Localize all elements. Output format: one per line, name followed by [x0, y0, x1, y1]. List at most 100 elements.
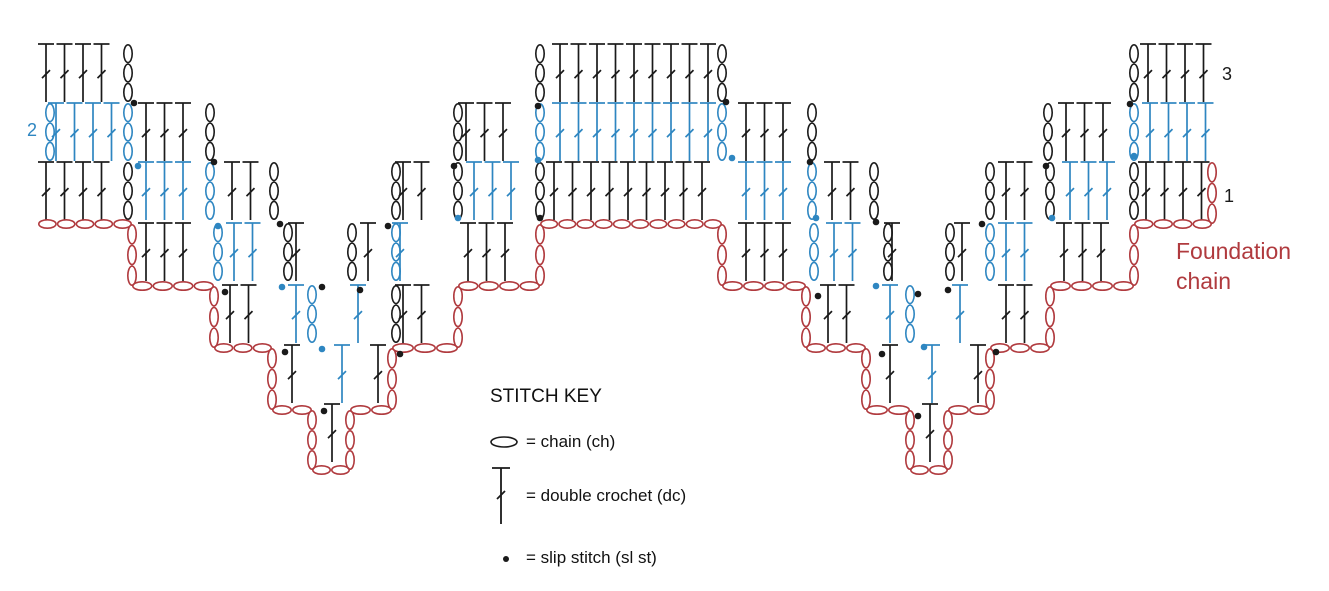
slip-stitch	[814, 292, 822, 300]
chain-stitch	[152, 280, 174, 291]
slip-stitch	[534, 156, 542, 164]
chain-stitch	[860, 348, 871, 369]
dc-stitch	[998, 161, 1014, 220]
dc-stitch	[56, 161, 73, 220]
dc-stitch	[324, 403, 340, 462]
chain-stitch	[1045, 181, 1056, 201]
chain-stitch	[346, 242, 357, 262]
chain-stitch	[558, 219, 577, 230]
dc-stitch	[694, 161, 710, 220]
row-label-2: 2	[27, 120, 38, 140]
key-row-chain: = chain (ch)	[490, 430, 790, 470]
chain-stitch	[346, 261, 357, 282]
dc-stitch	[700, 43, 716, 102]
dc-stitch	[156, 222, 173, 281]
slip-stitch	[454, 214, 462, 222]
chain-stitch	[457, 280, 479, 291]
chain-stitch	[984, 162, 995, 182]
dc-stitch	[998, 222, 1014, 281]
chain-stitch	[716, 63, 727, 83]
chain-stitch	[123, 181, 134, 201]
slip-stitch	[914, 290, 922, 298]
dc-stitch	[663, 102, 679, 161]
chain-stitch	[452, 286, 463, 307]
chain-stitch	[349, 404, 371, 415]
dc-stitch	[93, 161, 110, 220]
chain-stitch	[390, 284, 401, 305]
slip-stitch	[210, 158, 218, 166]
dc-stitch	[826, 222, 842, 281]
chain-stitch	[209, 286, 220, 307]
key-row-dc: = double crochet (dc)	[490, 466, 790, 526]
foundation-chain-label: Foundation chain	[1176, 236, 1326, 296]
stitch-key-title: STITCH KEY	[490, 386, 602, 407]
chain-stitch	[716, 122, 727, 142]
dc-stitch	[497, 222, 513, 281]
dc-stitch	[824, 161, 840, 220]
chain-stitch	[344, 409, 355, 430]
slip-stitch	[130, 99, 138, 107]
chain-stitch	[1192, 219, 1213, 230]
slip-stitch	[722, 98, 730, 106]
dc-stitch	[38, 43, 54, 102]
chain-stitch	[127, 223, 138, 245]
chain-stitch	[806, 181, 817, 201]
dc-stitch	[546, 161, 562, 220]
chain-stitch	[94, 219, 114, 230]
chain-stitch	[478, 280, 499, 291]
dc-stitch	[1195, 43, 1212, 102]
chain-stitch	[806, 122, 817, 142]
chain-stitch	[390, 181, 401, 201]
chain-stitch	[968, 404, 990, 415]
dc-stitch	[284, 344, 300, 403]
chain-stitch	[904, 449, 915, 470]
dc-stitch	[657, 161, 673, 220]
dc-stitch	[644, 43, 661, 102]
chain-stitch	[38, 219, 57, 230]
dc-stitch	[334, 344, 350, 403]
chain-stitch	[742, 280, 764, 291]
chain-stitch	[1129, 102, 1140, 123]
chain-stitch	[311, 464, 331, 475]
chain-stitch	[391, 342, 414, 353]
chain-stitch	[386, 389, 397, 410]
chain-stitch	[386, 368, 397, 390]
chain-stitch	[904, 409, 915, 430]
dc-stitch	[570, 43, 587, 102]
chain-stitch	[716, 141, 727, 161]
dc-stitch	[756, 102, 773, 161]
chain-stitch	[1129, 82, 1140, 103]
double-crochet-icon	[492, 467, 510, 524]
dc-stitch	[478, 222, 495, 281]
slip-stitch	[1126, 100, 1134, 108]
chain-stitch	[306, 284, 317, 305]
dc-stitch	[413, 161, 430, 220]
slip-stitch	[214, 222, 222, 230]
chain-stitch	[1045, 306, 1056, 328]
chain-stitch	[806, 102, 817, 123]
dc-stitch	[882, 344, 898, 403]
dc-stitch	[288, 284, 304, 343]
chain-stitch	[806, 141, 817, 161]
dc-stitch	[56, 43, 73, 102]
chain-stitch	[534, 265, 545, 286]
dc-stitch	[1140, 43, 1156, 102]
dc-stitch	[484, 161, 501, 220]
chain-stitch	[209, 306, 220, 328]
dc-stitch	[395, 161, 411, 220]
chain-stitch	[435, 342, 458, 353]
dc-stitch	[998, 284, 1014, 343]
chain-stitch	[306, 409, 317, 430]
dc-stitch	[620, 161, 636, 220]
chain-stitch	[390, 323, 401, 344]
chain-stitch	[306, 429, 317, 450]
dc-stitch	[156, 161, 173, 220]
chain-stitch	[904, 304, 915, 324]
dc-stitch	[1058, 102, 1074, 161]
chain-stitch	[860, 389, 871, 410]
dc-stitch	[626, 102, 642, 161]
chain-stitch	[123, 82, 134, 103]
dc-stitch	[775, 222, 791, 281]
dc-stitch	[675, 161, 692, 220]
dc-stitch	[589, 102, 605, 161]
